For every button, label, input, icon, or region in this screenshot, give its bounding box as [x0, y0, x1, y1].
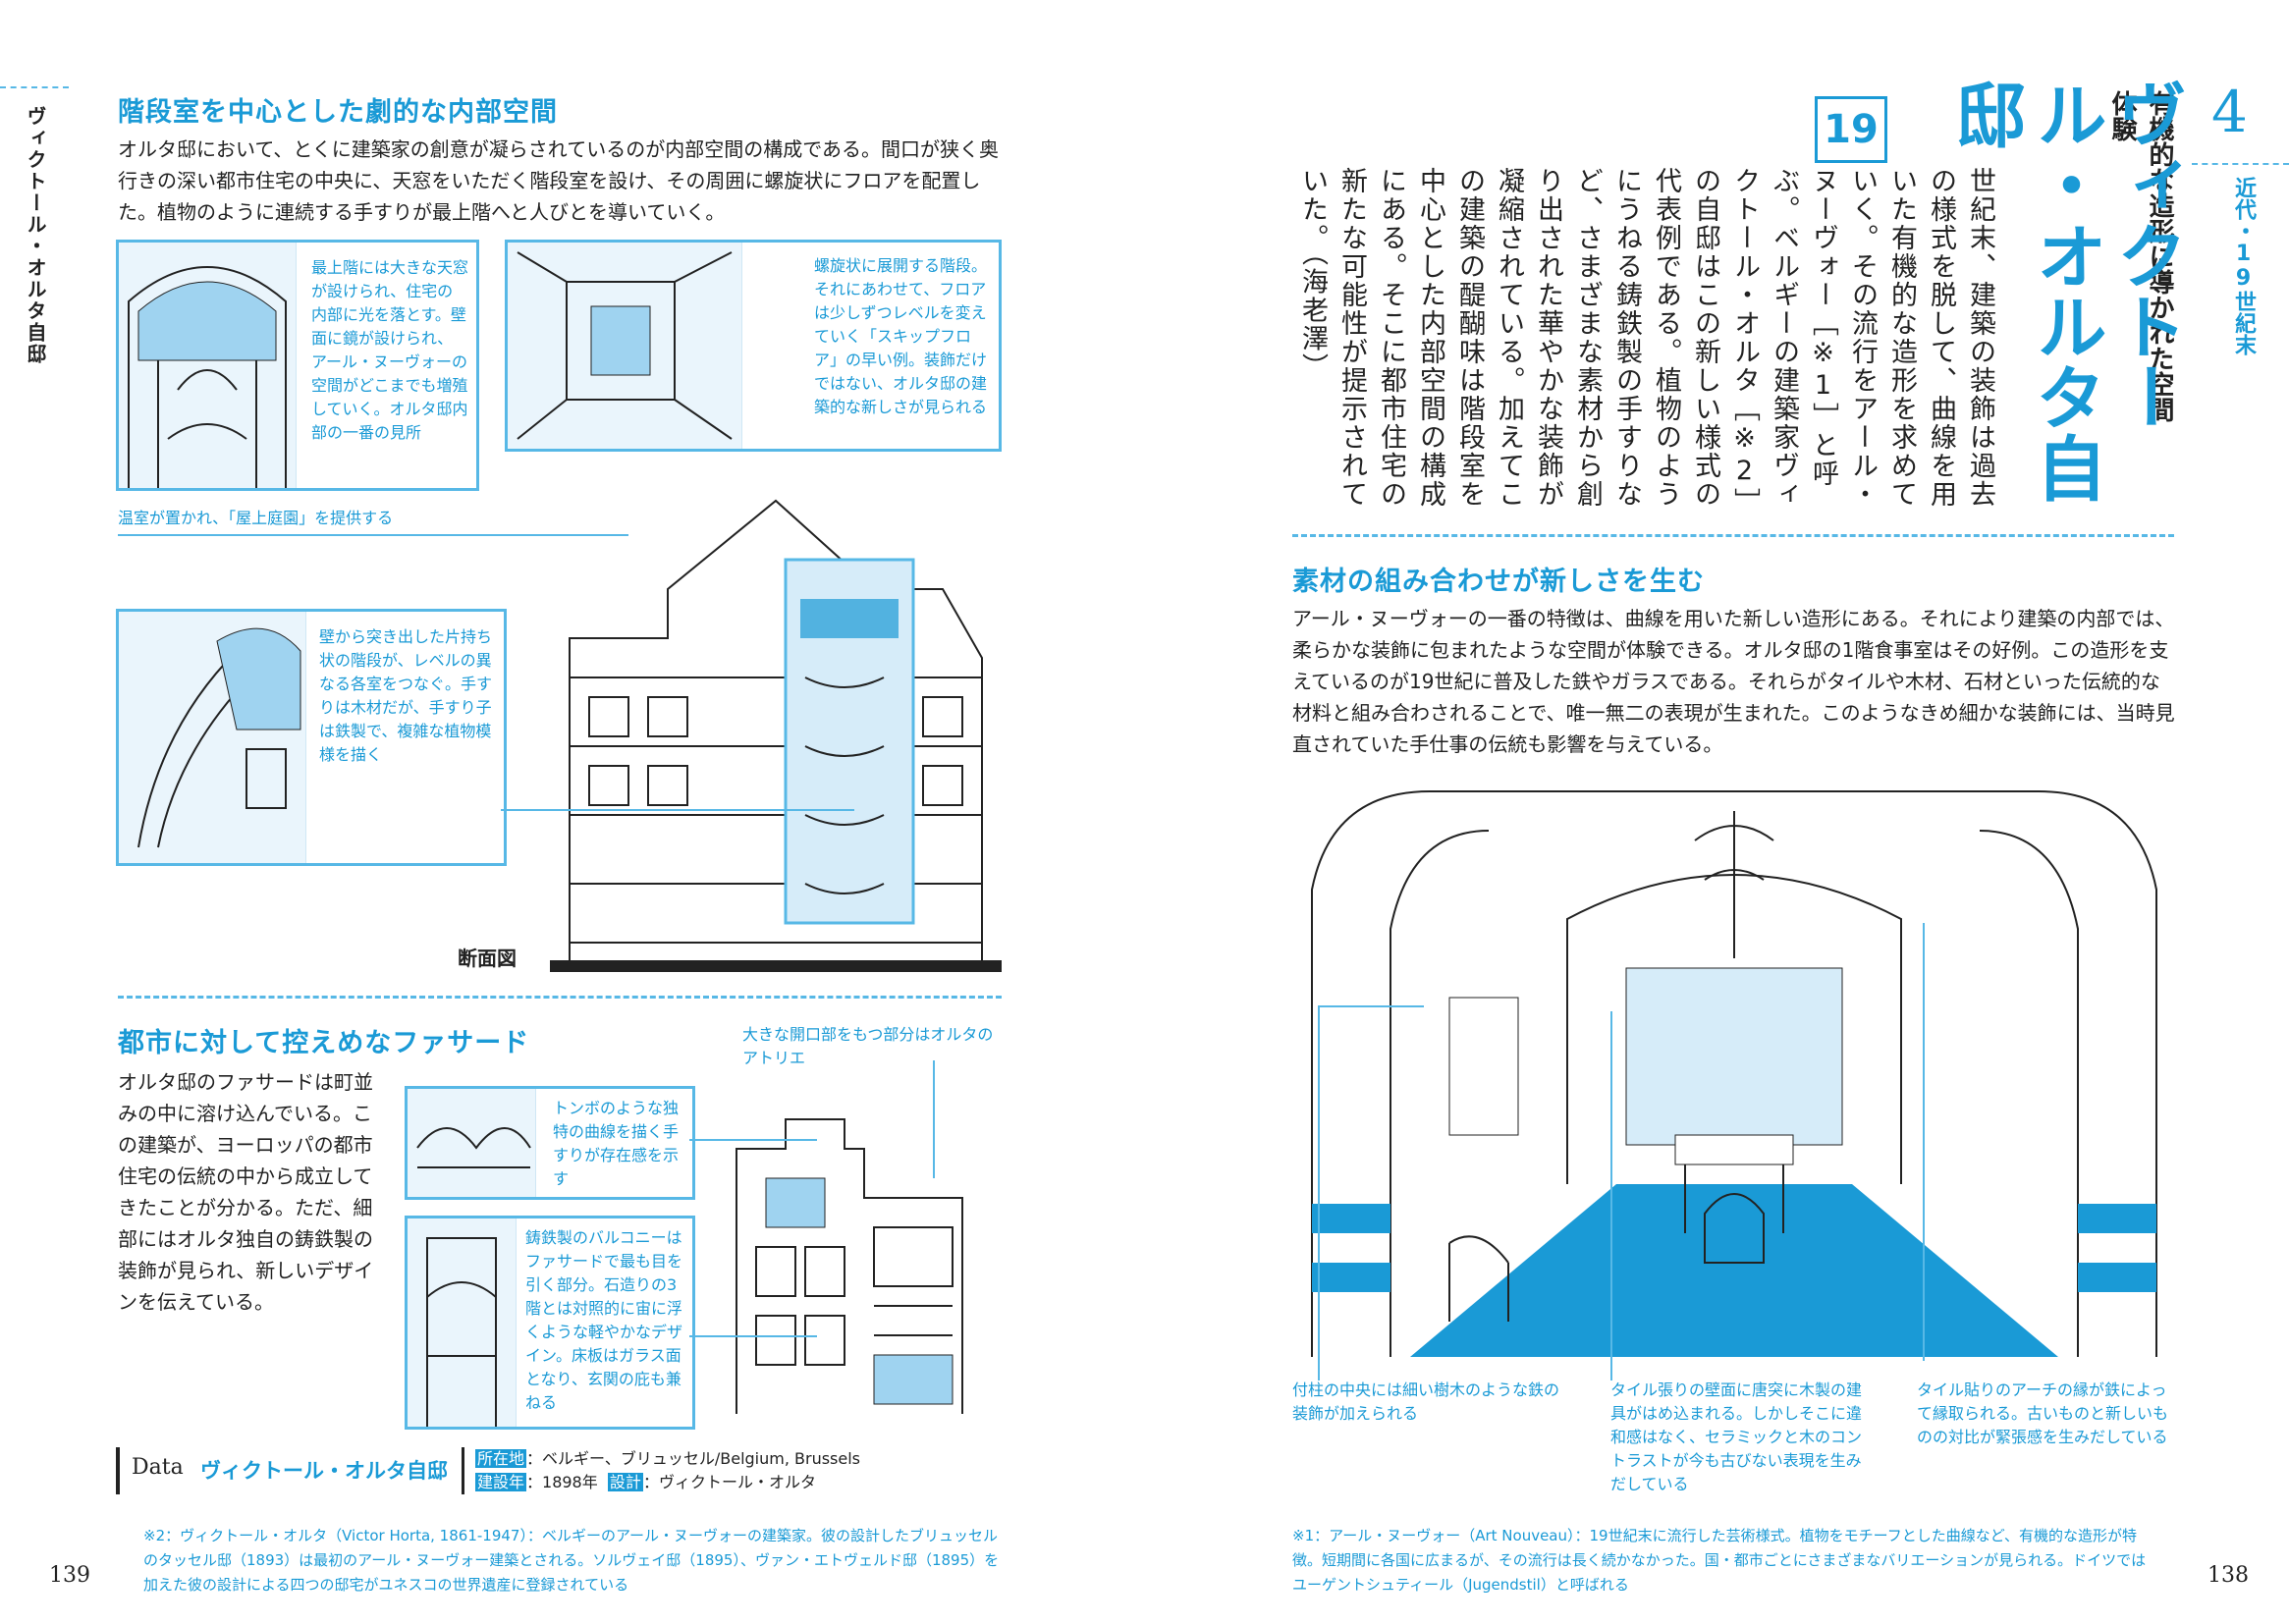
vertical-body: 世紀末、建築の装飾は過去の様式を脱して、曲線を用いた有機的な造形を求めていく。そ…	[1297, 167, 1995, 516]
stair-callout-text: 壁から突き出した片持ち状の階段が、レベルの異なる各室をつなぐ。手すりは木材だが、…	[319, 627, 493, 764]
spiral-callout-text: 螺旋状に展開する階段。それにあわせて、フロアは少しずつレベルを変えていく「スキッ…	[814, 256, 988, 416]
location-value: ：ベルギー、ブリュッセル/Belgium, Brussels	[526, 1449, 861, 1468]
tile-wall-caption: タイル張りの壁面に唐突に木製の建具がはめ込まれる。しかしそこに違和感はなく、セラ…	[1610, 1380, 1863, 1493]
divider-right	[1292, 534, 2174, 537]
tile-leader	[1610, 1011, 1612, 1380]
dragonfly-leader	[689, 1139, 817, 1141]
side-title: ヴィクトール・オルタ自邸	[24, 106, 47, 365]
stair-sketch	[119, 612, 306, 863]
data-box: Data ヴィクトール・オルタ自邸 所在地：ベルギー、ブリュッセル/Belgiu…	[116, 1447, 1004, 1494]
page-number-right: 138	[2207, 1563, 2249, 1588]
data-details: 所在地：ベルギー、ブリュッセル/Belgium, Brussels 建設年：18…	[475, 1447, 860, 1494]
section3-heading: 素材の組み合わせが新しさを生む	[1292, 567, 1705, 597]
greenhouse-leader	[118, 534, 628, 536]
stair-leader	[501, 809, 854, 811]
section-drawing	[550, 481, 1002, 972]
top-dash-left	[0, 86, 69, 88]
arch-caption: タイル貼りのアーチの縁が鉄によって縁取られる。古いものと新しいものの対比が緊張感…	[1917, 1380, 2169, 1446]
dragonfly-callout: トンボのような独特の曲線を描く手すりが存在感を示す	[405, 1086, 695, 1200]
stair-callout: 壁から突き出した片持ち状の階段が、レベルの異なる各室をつなぐ。手すりは木材だが、…	[116, 609, 507, 866]
skylight-callout-text: 最上階には大きな天窓が設けられ、住宅の内部に光を落とす。壁面に鏡が設けられ、アー…	[311, 258, 469, 442]
skylight-callout: 最上階には大きな天窓が設けられ、住宅の内部に光を落とす。壁面に鏡が設けられ、アー…	[116, 240, 479, 491]
section2-heading: 都市に対して控えめなファサード	[118, 1028, 530, 1058]
skylight-sketch	[119, 243, 297, 488]
spiral-sketch	[508, 243, 742, 449]
atelier-caption: 大きな開口部をもつ部分はオルタのアトリエ	[742, 1025, 994, 1067]
section2-body: オルタ邸のファサードは町並みの中に溶け込んでいる。この建築が、ヨーロッパの都市住…	[118, 1070, 374, 1314]
top-dash-right	[2192, 163, 2289, 165]
greenhouse-caption: 温室が置かれ、「屋上庭園」を提供する	[118, 509, 394, 527]
year-value: ：1898年	[526, 1473, 598, 1491]
data-divider	[462, 1447, 464, 1494]
column-leader-h	[1318, 1005, 1424, 1007]
column-caption: 付柱の中央には細い樹木のような鉄の装飾が加えられる	[1292, 1380, 1560, 1423]
title: ヴィクトール・オルタ自邸	[1943, 79, 2187, 503]
balcony-callout: 鋳鉄製のバルコニーはファサードで最も目を引く部分。石造りの3階とは対照的に宙に浮…	[405, 1216, 695, 1430]
spiral-callout: 螺旋状に展開する階段。それにあわせて、フロアは少しずつレベルを変えていく「スキッ…	[505, 240, 1002, 452]
balcony-callout-text: 鋳鉄製のバルコニーはファサードで最も目を引く部分。石造りの3階とは対照的に宙に浮…	[525, 1228, 683, 1412]
chapter-number: 4	[2211, 79, 2248, 145]
design-value: ：ヴィクトール・オルタ	[642, 1473, 816, 1491]
year-label: 建設年	[475, 1473, 527, 1491]
dragonfly-callout-text: トンボのような独特の曲線を描く手すりが存在感を示す	[553, 1099, 680, 1188]
data-label: Data	[132, 1455, 184, 1480]
atelier-leader	[933, 1060, 935, 1178]
divider-left	[118, 996, 1002, 999]
railing-sketch	[408, 1089, 536, 1197]
section3-body: アール・ヌーヴォーの一番の特徴は、曲線を用いた新しい造形にある。それにより建築の…	[1292, 607, 2175, 756]
dining-room-drawing	[1292, 772, 2176, 1357]
page-number-left: 139	[49, 1563, 90, 1588]
footnote-right: ※1：アール・ヌーヴォー（Art Nouveau）：19世紀末に流行した芸術様式…	[1292, 1527, 2147, 1594]
column-leader	[1318, 1005, 1320, 1380]
section1-body: オルタ邸において、とくに建築家の創意が凝らされているのが内部空間の構成である。間…	[118, 137, 999, 224]
location-label: 所在地	[475, 1449, 527, 1468]
design-label: 設計	[607, 1473, 643, 1491]
balcony-sketch	[408, 1218, 517, 1427]
balcony-leader	[689, 1335, 817, 1337]
data-name: ヴィクトール・オルタ自邸	[200, 1459, 448, 1483]
facade-drawing	[727, 1090, 972, 1414]
entry-number: 19	[1815, 96, 1887, 163]
arch-leader	[1923, 923, 1925, 1361]
footnote-left: ※2：ヴィクトール・オルタ（Victor Horta, 1861-1947）：ベ…	[143, 1527, 1000, 1594]
subtitle: 有機的な造形に導かれた空間体験	[2107, 90, 2174, 422]
section1-heading: 階段室を中心とした劇的な内部空間	[118, 97, 558, 128]
chapter-label: 近代・19世紀末	[2231, 177, 2256, 355]
section-label: 断面図	[458, 947, 517, 970]
